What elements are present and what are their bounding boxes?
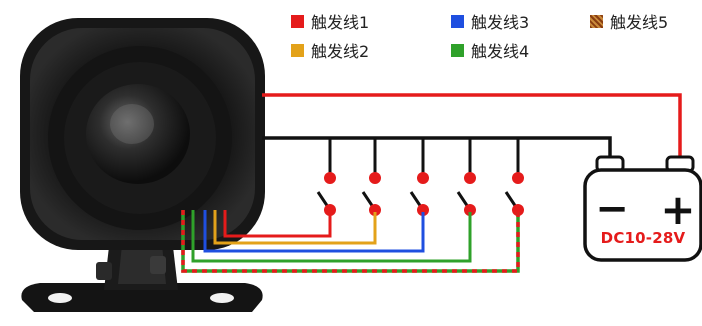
battery: − +	[583, 155, 702, 262]
trigger-wire-4	[191, 210, 472, 263]
trigger-wire-1	[223, 210, 332, 238]
legend-swatch-4	[451, 43, 464, 57]
trigger-switch-5	[504, 138, 524, 216]
legend-swatch-3	[451, 14, 464, 28]
trigger-wire-3	[203, 210, 425, 253]
legend-label-3: 触发线3	[471, 13, 530, 32]
legend-label-1: 触发线1	[311, 13, 370, 32]
legend-item-4: 触发线4	[451, 39, 529, 61]
battery-plus-terminal: +	[660, 185, 695, 234]
legend-label-4: 触发线4	[471, 42, 530, 61]
legend-item-3: 触发线3	[451, 10, 529, 32]
legend-swatch-2	[291, 43, 304, 57]
legend-swatch-1	[291, 14, 304, 28]
legend-item-2: 触发线2	[291, 39, 369, 61]
trigger-switch-2	[361, 138, 381, 216]
common-wire	[262, 136, 612, 160]
positive-wire	[262, 93, 682, 160]
legend-label-2: 触发线2	[311, 42, 370, 61]
trigger-switch-1	[316, 138, 336, 216]
battery-minus-terminal: −	[595, 186, 629, 232]
legend-swatch-5	[590, 14, 603, 28]
horn-speaker-image	[20, 18, 265, 312]
trigger-switch-group	[316, 138, 524, 216]
trigger-switch-3	[409, 138, 429, 216]
trigger-wires	[181, 210, 520, 273]
trigger-switch-4	[456, 138, 476, 216]
legend-item-1: 触发线1	[291, 10, 369, 32]
trigger-wire-2	[213, 210, 377, 245]
battery-voltage-label: DC10-28V	[600, 229, 686, 247]
legend-label-5: 触发线5	[610, 13, 669, 32]
legend-item-5: 触发线5	[590, 10, 668, 32]
